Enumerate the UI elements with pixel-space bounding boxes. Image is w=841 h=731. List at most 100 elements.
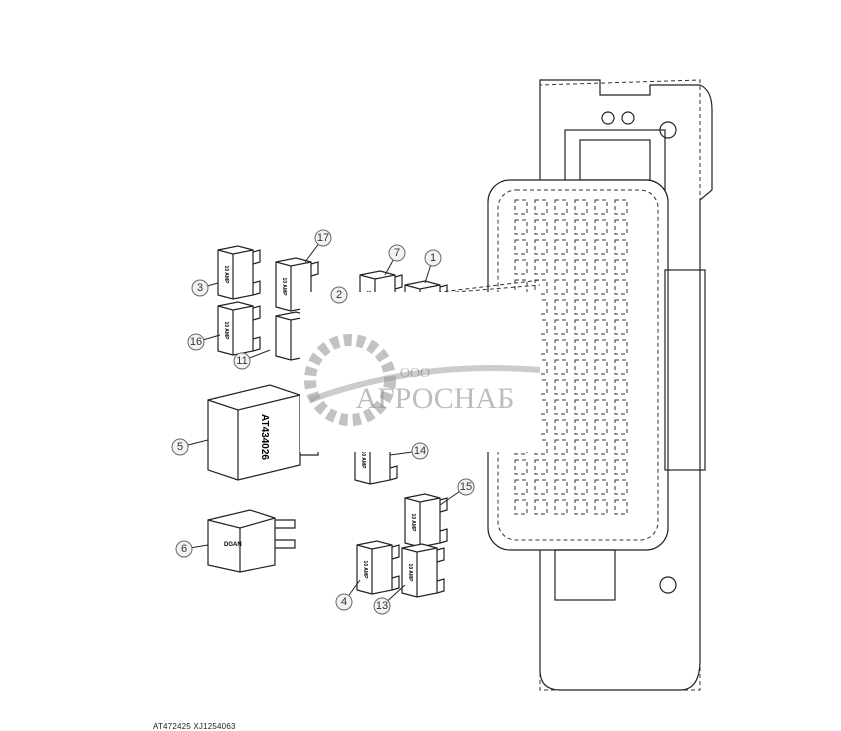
terminal-cavity	[554, 239, 568, 255]
callout-3: 3	[191, 279, 219, 297]
svg-text:5: 5	[177, 441, 183, 453]
terminal-cavity	[574, 419, 588, 435]
terminal-cavity	[594, 339, 608, 355]
terminal-cavity	[594, 319, 608, 335]
svg-text:3: 3	[197, 282, 203, 294]
terminal-cavity	[614, 219, 628, 235]
terminal-cavity	[594, 239, 608, 255]
svg-text:2: 2	[336, 289, 342, 301]
callout-4: 4	[335, 579, 361, 611]
svg-text:15: 15	[460, 481, 472, 493]
terminal-cavity	[614, 359, 628, 375]
fuse: 10 AMP	[401, 543, 445, 598]
terminal-cavity	[514, 479, 528, 495]
relay-5: AT434026	[207, 384, 319, 481]
fuse-rating-label: 10 AMP	[360, 451, 366, 470]
terminal-cavity	[554, 259, 568, 275]
terminal-cavity	[574, 379, 588, 395]
figure-reference: AT472425 XJ1254063	[153, 722, 236, 731]
callout-15: 15	[439, 478, 475, 506]
terminal-cavity	[594, 219, 608, 235]
callout-7: 7	[384, 244, 406, 276]
fuse-rating-label: 10 AMP	[281, 278, 287, 297]
callout-13: 13	[373, 584, 406, 615]
terminal-cavity	[554, 459, 568, 475]
fuse-rating-label: 10 AMP	[223, 322, 229, 341]
callout-11: 11	[233, 349, 271, 370]
relay-6: DGAN	[207, 509, 296, 573]
terminal-cavity	[574, 299, 588, 315]
terminal-cavity	[554, 319, 568, 335]
fuse-relay-housing	[487, 79, 713, 691]
svg-text:11: 11	[236, 355, 247, 367]
terminal-cavity	[554, 299, 568, 315]
terminal-cavity	[594, 499, 608, 515]
terminal-cavity	[594, 359, 608, 375]
terminal-cavity	[594, 279, 608, 295]
fuse: 10 AMP	[356, 540, 400, 595]
terminal-cavity	[614, 459, 628, 475]
fuse-rating-label: 10 AMP	[407, 564, 413, 583]
svg-text:13: 13	[376, 600, 388, 612]
terminal-cavity	[594, 479, 608, 495]
fuse: 10 AMP	[217, 301, 261, 356]
terminal-cavity	[574, 319, 588, 335]
terminal-cavity	[594, 439, 608, 455]
terminal-cavity	[614, 279, 628, 295]
terminal-cavity	[614, 399, 628, 415]
svg-text:17: 17	[317, 232, 329, 244]
watermark-name: АГРОСНАБ	[356, 382, 515, 415]
terminal-cavity	[614, 259, 628, 275]
terminal-cavity	[514, 459, 528, 475]
terminal-cavity	[594, 399, 608, 415]
terminal-cavity	[574, 279, 588, 295]
terminal-cavity	[534, 199, 548, 215]
fuse: 10 AMP	[404, 493, 448, 548]
callout-5: 5	[171, 438, 209, 456]
terminal-cavity	[554, 359, 568, 375]
terminal-cavity	[594, 259, 608, 275]
terminal-cavity	[574, 339, 588, 355]
terminal-cavity	[554, 199, 568, 215]
terminal-cavity	[614, 339, 628, 355]
svg-text:16: 16	[190, 336, 202, 348]
callout-14: 14	[389, 442, 429, 460]
terminal-cavity	[574, 399, 588, 415]
terminal-cavity	[554, 219, 568, 235]
terminal-cavity	[594, 419, 608, 435]
terminal-cavity	[574, 439, 588, 455]
relay-5-label: AT434026	[259, 414, 270, 460]
terminal-cavity	[574, 259, 588, 275]
terminal-cavity	[614, 419, 628, 435]
terminal-cavity	[534, 259, 548, 275]
terminal-cavity	[614, 379, 628, 395]
terminal-cavity	[594, 299, 608, 315]
terminal-cavity	[534, 499, 548, 515]
terminal-cavity	[534, 219, 548, 235]
terminal-cavity	[534, 459, 548, 475]
terminal-cavity	[574, 199, 588, 215]
terminal-cavity	[614, 299, 628, 315]
terminal-cavity	[514, 259, 528, 275]
callout-16: 16	[187, 333, 221, 351]
svg-text:7: 7	[394, 247, 400, 259]
fuse-rating-label: 10 AMP	[362, 561, 368, 580]
terminal-cavity	[574, 499, 588, 515]
terminal-cavity	[554, 399, 568, 415]
terminal-cavity	[554, 339, 568, 355]
fuse-rating-label: 10 AMP	[410, 514, 416, 533]
svg-text:14: 14	[414, 445, 426, 457]
terminal-cavity	[594, 199, 608, 215]
callout-2: 2	[330, 286, 348, 304]
terminal-cavity	[614, 439, 628, 455]
terminal-cavity	[614, 479, 628, 495]
terminal-cavity	[574, 479, 588, 495]
callout-1: 1	[424, 249, 442, 284]
terminal-cavity	[534, 479, 548, 495]
svg-text:4: 4	[341, 596, 347, 608]
callout-6: 6	[175, 540, 209, 558]
fuse: 10 AMP	[217, 245, 261, 300]
terminal-cavity	[554, 419, 568, 435]
svg-text:6: 6	[181, 543, 187, 555]
